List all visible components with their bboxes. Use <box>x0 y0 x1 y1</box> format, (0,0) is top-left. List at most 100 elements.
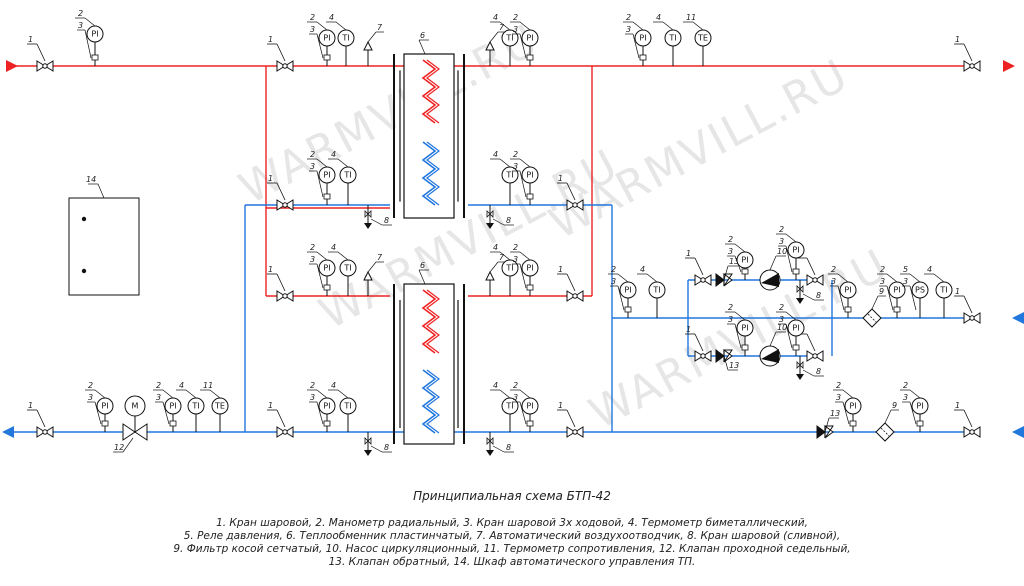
instrument-label: TI <box>652 286 660 295</box>
callout-number: 6 <box>420 31 425 40</box>
callout-number: 3 <box>513 255 518 264</box>
callout-number: 7 <box>499 23 505 32</box>
callout-number: 13 <box>729 257 739 266</box>
air-vent: 7 <box>485 253 506 296</box>
instrument-label: PI <box>526 34 533 43</box>
instrument-label: TI <box>939 286 947 295</box>
instrument-label: PI <box>101 402 108 411</box>
callout-number: 2 <box>626 13 631 22</box>
check-valve: 13 <box>816 409 840 439</box>
callout-number: 3 <box>779 315 784 324</box>
callout-number: 2 <box>78 9 83 18</box>
ball-valve: 1 <box>27 35 54 72</box>
check-valve: 13 <box>715 349 739 371</box>
flow-arrow <box>1012 426 1024 438</box>
plate-heat-exchanger: 6 <box>393 31 465 219</box>
callout-number: 1 <box>955 401 960 410</box>
ball-valve: 1 <box>954 35 981 72</box>
hot-circuit <box>421 289 437 354</box>
callout-number: 1 <box>686 249 691 258</box>
callout-number: 2 <box>779 303 784 312</box>
callout-number: 3 <box>728 315 733 324</box>
ball-valve: 1 <box>557 265 584 302</box>
callout-number: 3 <box>831 277 836 286</box>
instrument-label: PI <box>849 402 856 411</box>
instrument-label: TI <box>343 402 351 411</box>
component-layer: 661111111111111111PI23PI23TI477TI4PI23PI… <box>2 9 1024 456</box>
actuator-label: M <box>132 402 139 411</box>
callout-number: 2 <box>156 381 161 390</box>
callout-number: 2 <box>836 381 841 390</box>
callout-number: 7 <box>499 253 505 262</box>
pipe-layer <box>10 65 975 433</box>
thermometer: TI 4 <box>924 265 953 318</box>
callout-number: 9 <box>892 401 897 410</box>
ball-valve: 1 <box>267 401 294 438</box>
callout-number: 1 <box>558 174 563 183</box>
callout-number: 13 <box>830 409 840 418</box>
control-cabinet: 14 <box>68 175 140 296</box>
instrument-label: PI <box>526 402 533 411</box>
callout-number: 8 <box>384 216 389 225</box>
callout-number: 10 <box>777 323 787 332</box>
callout-number: 14 <box>86 175 96 184</box>
callout-number: 3 <box>611 277 616 286</box>
instrument-label: TI <box>668 34 676 43</box>
ball-valve: 1 <box>557 401 584 438</box>
instrument-label: PI <box>91 30 98 39</box>
circulation-pump: 10 <box>759 247 787 291</box>
callout-number: 11 <box>203 381 213 390</box>
callout-number: 3 <box>779 237 784 246</box>
legend-line-2: 5. Реле давления, 6. Теплообменник пласт… <box>183 530 841 542</box>
callout-number: 11 <box>686 13 696 22</box>
callout-number: 7 <box>377 23 383 32</box>
callout-number: 3 <box>903 393 908 402</box>
cold-circuit <box>426 369 440 434</box>
control-valve: M12 <box>113 395 148 453</box>
thermometer: TI4 <box>176 381 205 432</box>
callout-number: 3 <box>626 25 631 34</box>
callout-number: 8 <box>506 443 511 452</box>
ball-valve: 1 <box>267 174 294 211</box>
ball-valve: 1 <box>954 401 981 438</box>
callout-number: 2 <box>728 235 733 244</box>
instrument-label: TI <box>505 402 513 411</box>
instrument-label: PI <box>893 286 900 295</box>
ball-valve: 1 <box>27 401 54 438</box>
instrument-label: TI <box>191 402 199 411</box>
callout-number: 2 <box>880 265 885 274</box>
callout-number: 13 <box>729 361 739 370</box>
callout-number: 2 <box>310 243 315 252</box>
instrument-label: PI <box>792 246 799 255</box>
ball-valve: 1 <box>267 35 294 72</box>
callout-number: 6 <box>420 261 425 270</box>
thermometer: TI4 <box>328 381 357 432</box>
callout-number: 8 <box>816 291 821 300</box>
instrument-label: PI <box>741 324 748 333</box>
callout-number: 5 <box>903 265 908 274</box>
drain-valve: 8 <box>796 356 824 380</box>
callout-number: 3 <box>88 393 93 402</box>
ball-valve: 1 <box>685 325 712 362</box>
drain-valve: 8 <box>364 205 392 229</box>
instrument-label: TI <box>505 264 513 273</box>
thermometer: TI4 <box>326 13 355 66</box>
callout-number: 4 <box>927 265 932 274</box>
callout-number: 2 <box>831 265 836 274</box>
ball-valve: 1 <box>557 174 584 211</box>
instrument-label: PI <box>624 286 631 295</box>
callout-number: 3 <box>78 21 83 30</box>
instrument-label: TI <box>505 34 513 43</box>
callout-number: 1 <box>558 401 563 410</box>
